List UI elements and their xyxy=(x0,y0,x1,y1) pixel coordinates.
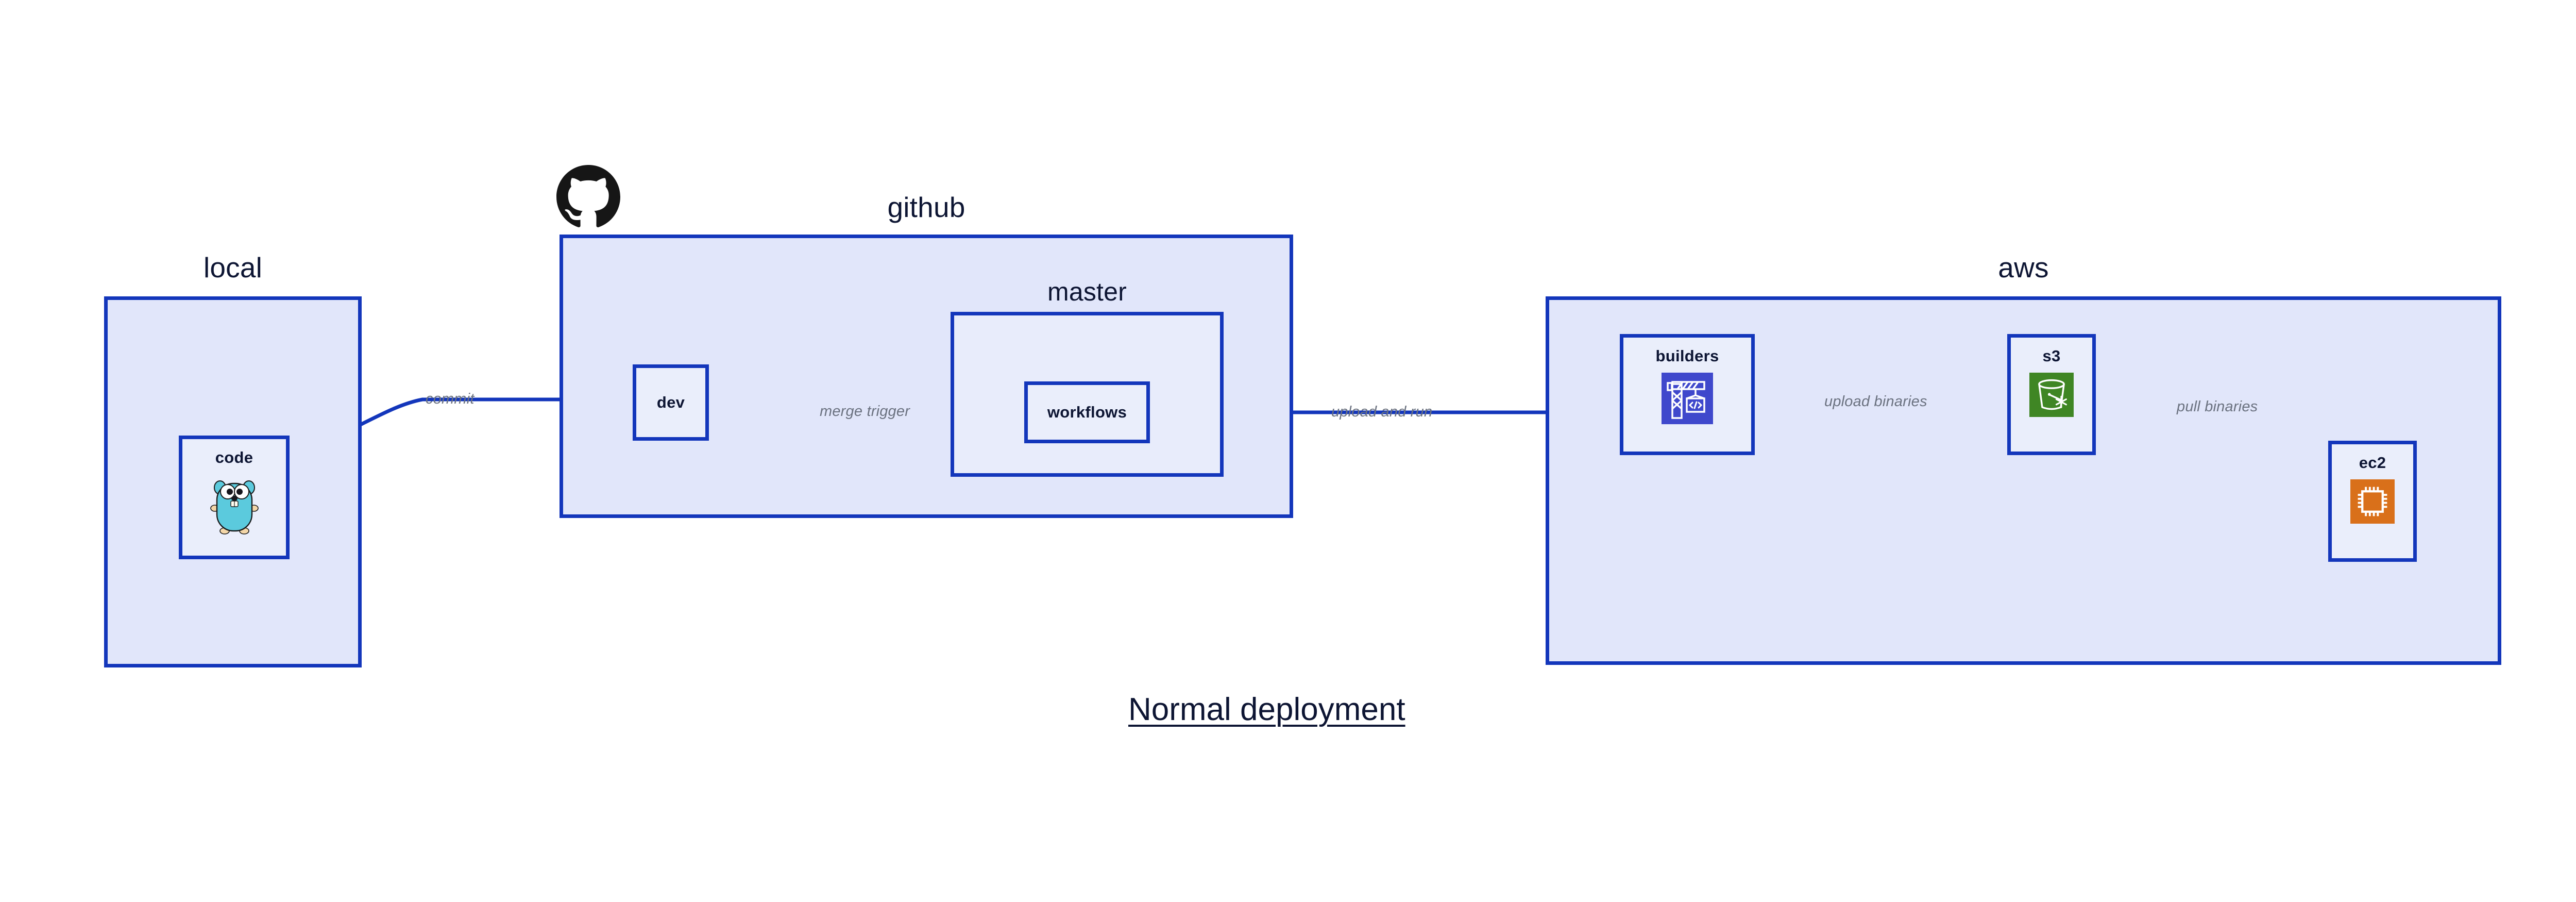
edge-label-merge-trigger: merge trigger xyxy=(820,403,910,420)
node-ec2[interactable]: ec2 xyxy=(2328,441,2417,562)
node-label-code: code xyxy=(215,448,253,466)
node-workflows[interactable]: workflows xyxy=(1024,381,1150,443)
github-octocat-icon xyxy=(556,165,620,229)
node-label-workflows: workflows xyxy=(1047,403,1127,421)
node-dev[interactable]: dev xyxy=(633,364,709,441)
edge-label-pull-binaries: pull binaries xyxy=(2177,398,2258,415)
node-label-s3: s3 xyxy=(2042,347,2061,365)
group-label-local: local xyxy=(203,252,263,283)
node-label-ec2: ec2 xyxy=(2359,454,2386,472)
node-label-dev: dev xyxy=(656,393,685,411)
edge-label-upload-and-run: upload and run xyxy=(1331,404,1433,420)
go-gopher-icon xyxy=(210,474,259,535)
node-code[interactable]: code xyxy=(179,436,290,559)
aws-ec2-chip-icon xyxy=(2350,479,2395,524)
group-label-aws: aws xyxy=(1998,252,2049,283)
group-label-github: github xyxy=(887,191,965,223)
node-label-builders: builders xyxy=(1655,347,1719,365)
edge-label-commit: commit xyxy=(426,391,474,407)
node-s3[interactable]: s3 xyxy=(2007,334,2096,455)
aws-codebuild-crane-icon xyxy=(1662,373,1713,424)
aws-s3-bucket-icon xyxy=(2029,373,2074,417)
diagram-title: Normal deployment xyxy=(1128,692,1405,727)
edge-label-upload-binaries: upload binaries xyxy=(1824,393,1927,410)
node-builders[interactable]: builders xyxy=(1620,334,1755,455)
group-label-master: master xyxy=(1047,277,1127,306)
